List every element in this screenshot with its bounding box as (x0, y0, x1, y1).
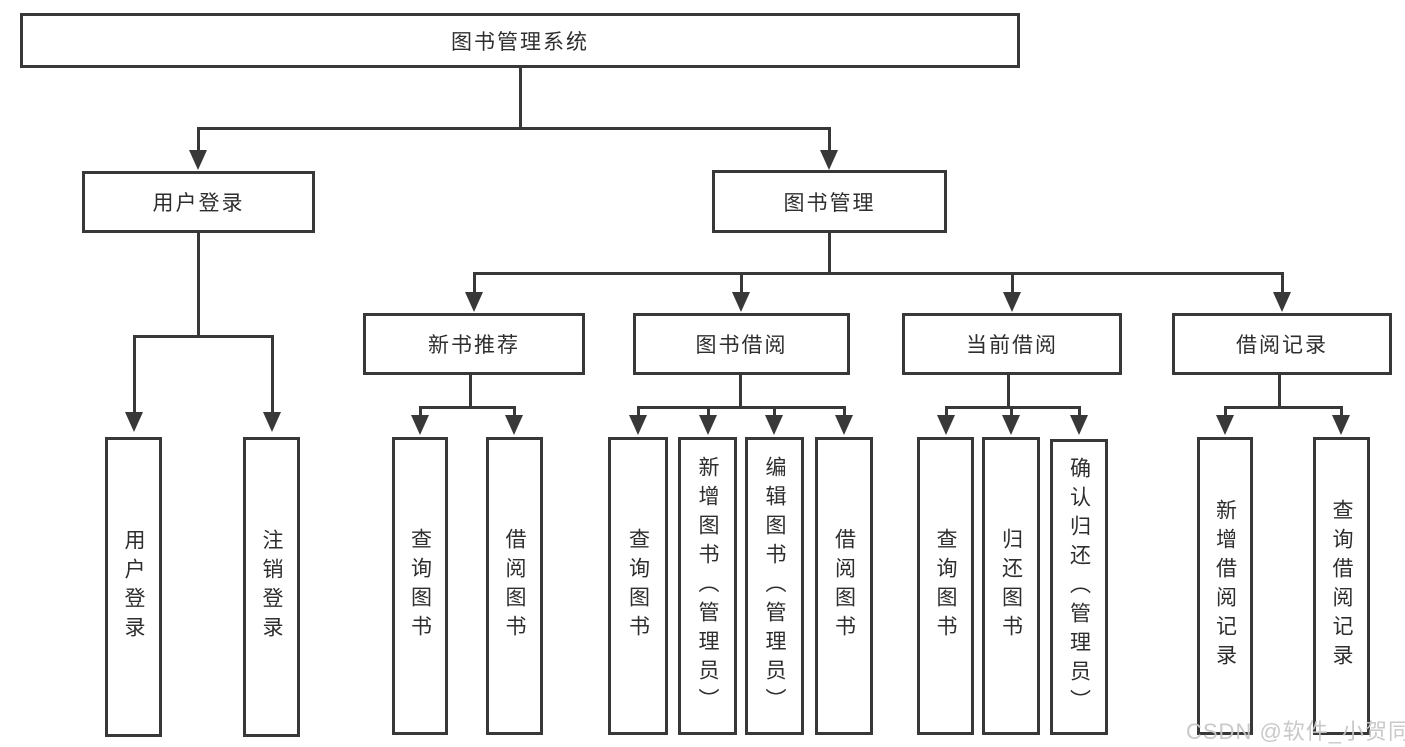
node-root-label: 图书管理系统 (451, 30, 589, 54)
connector-g2-drop-1 (637, 406, 640, 415)
leaf-g4-query-borrow-record-label: 查询借阅记录 (1330, 499, 1353, 673)
connector-drop-borrow-records (1281, 272, 1284, 292)
connector-g4-drop-2 (1340, 406, 1343, 415)
arrowhead-g1-1 (411, 415, 429, 435)
arrowhead-leaf-logout (263, 412, 281, 432)
leaf-user-login-label: 用户登录 (122, 529, 145, 645)
node-new-book-recommend-label: 新书推荐 (428, 334, 520, 357)
leaf-g4-add-borrow-record-label: 新增借阅记录 (1213, 499, 1237, 673)
connector-g3-stem (1007, 375, 1010, 406)
node-borrow-records: 借阅记录 (1172, 313, 1392, 375)
leaf-g3-confirm-return-admin: 确认归还（管理员） (1050, 439, 1108, 735)
node-root: 图书管理系统 (20, 13, 1020, 68)
leaf-logout: 注销登录 (243, 437, 300, 737)
watermark: CSDN @软件_小贺同学 (1186, 719, 1405, 744)
connector-drop-book-borrow (740, 272, 743, 292)
arrowhead-book-borrow (732, 292, 750, 312)
leaf-g1-query-books-label: 查询图书 (408, 528, 432, 644)
arrowhead-g4-1 (1216, 415, 1234, 435)
leaf-g1-query-books: 查询图书 (392, 437, 448, 735)
leaf-g4-add-borrow-record: 新增借阅记录 (1197, 437, 1253, 735)
connector-g3-drop-1 (945, 406, 948, 415)
arrowhead-g3-2 (1002, 415, 1020, 435)
node-user-login: 用户登录 (82, 171, 315, 233)
arrowhead-borrow-records (1273, 292, 1291, 312)
connector-g2-drop-4 (843, 406, 846, 415)
arrowhead-user-login (189, 150, 207, 170)
connector-drop-current-borrow (1011, 272, 1014, 292)
node-book-management-label: 图书管理 (783, 191, 876, 215)
arrowhead-current-borrow (1003, 292, 1021, 312)
connector-drop-leaf-login (133, 335, 136, 412)
leaf-g2-borrow-books-label: 借阅图书 (832, 528, 856, 644)
connector-level2-rail (197, 127, 831, 130)
arrowhead-g3-1 (937, 415, 955, 435)
arrowhead-g1-2 (505, 415, 523, 435)
connector-g1-rail (419, 406, 516, 409)
arrowhead-g2-3 (765, 415, 783, 435)
leaf-g3-query-books: 查询图书 (917, 437, 974, 735)
leaf-logout-label: 注销登录 (260, 529, 283, 645)
leaf-g4-query-borrow-record: 查询借阅记录 (1313, 437, 1370, 735)
connector-drop-user-login (197, 127, 200, 150)
node-new-book-recommend: 新书推荐 (363, 313, 585, 375)
leaf-g2-query-books: 查询图书 (608, 437, 668, 735)
arrowhead-g2-1 (629, 415, 647, 435)
arrowhead-new-book (465, 292, 483, 312)
connector-user-login-stem (197, 233, 200, 335)
connector-drop-leaf-logout (271, 335, 274, 412)
leaf-g3-return-books: 归还图书 (982, 437, 1040, 735)
connector-g2-rail (637, 406, 845, 409)
arrowhead-book-management (820, 150, 838, 170)
leaf-g2-edit-books-admin-label: 编辑图书（管理员） (763, 455, 786, 717)
leaf-g2-add-books-admin: 新增图书（管理员） (678, 437, 737, 735)
node-current-borrow: 当前借阅 (902, 313, 1122, 375)
leaf-g3-return-books-label: 归还图书 (999, 528, 1023, 644)
node-borrow-records-label: 借阅记录 (1236, 334, 1328, 357)
connector-g3-drop-3 (1078, 406, 1081, 415)
leaf-g2-borrow-books: 借阅图书 (815, 437, 873, 735)
connector-root-stem (519, 68, 522, 127)
connector-g4-drop-1 (1224, 406, 1227, 415)
connector-drop-new-book (473, 272, 476, 292)
connector-g1-drop-1 (419, 406, 422, 415)
connector-g3-drop-2 (1010, 406, 1013, 415)
leaf-user-login: 用户登录 (105, 437, 162, 737)
leaf-g2-edit-books-admin: 编辑图书（管理员） (745, 437, 804, 735)
arrowhead-g4-2 (1332, 415, 1350, 435)
node-user-login-label: 用户登录 (152, 192, 245, 215)
connector-book-management-stem (828, 233, 831, 272)
node-book-management: 图书管理 (712, 170, 947, 233)
arrowhead-g3-3 (1070, 415, 1088, 435)
leaf-g1-borrow-books: 借阅图书 (486, 437, 543, 735)
leaf-g2-add-books-admin-label: 新增图书（管理员） (696, 455, 719, 717)
node-book-borrow-label: 图书借阅 (695, 334, 788, 357)
connector-g1-stem (469, 375, 472, 406)
connector-g2-stem (739, 375, 742, 406)
leaf-g2-query-books-label: 查询图书 (626, 528, 650, 644)
connector-level3-rail (473, 272, 1284, 275)
node-book-borrow: 图书借阅 (633, 313, 850, 375)
arrowhead-g2-2 (699, 415, 717, 435)
connector-user-login-rail (133, 335, 274, 338)
connector-g1-drop-2 (513, 406, 516, 415)
leaf-g3-query-books-label: 查询图书 (934, 528, 957, 644)
connector-g2-drop-2 (707, 406, 710, 415)
leaf-g3-confirm-return-admin-label: 确认归还（管理员） (1067, 456, 1091, 718)
arrowhead-g2-4 (835, 415, 853, 435)
arrowhead-leaf-login (125, 412, 143, 432)
connector-drop-book-management (828, 127, 831, 150)
connector-g2-drop-3 (773, 406, 776, 415)
leaf-g1-borrow-books-label: 借阅图书 (503, 528, 526, 644)
connector-g4-rail (1224, 406, 1342, 409)
connector-g4-stem (1278, 375, 1281, 406)
node-current-borrow-label: 当前借阅 (966, 334, 1058, 357)
